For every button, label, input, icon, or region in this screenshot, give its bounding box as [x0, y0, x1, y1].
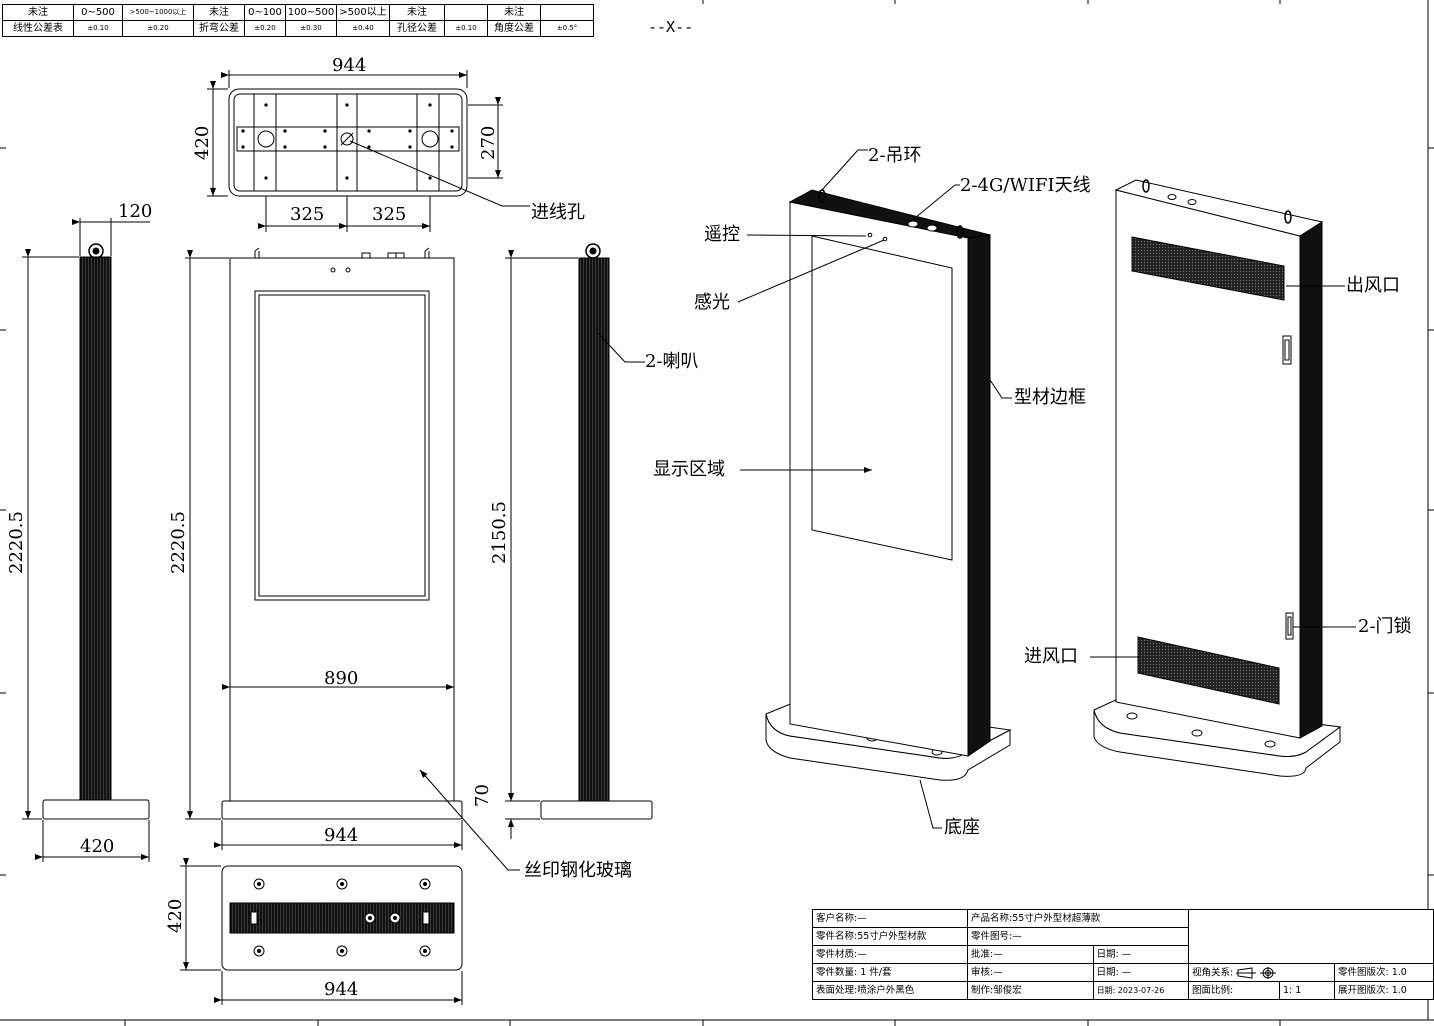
tol-cell: 线性公差表 [2, 20, 74, 37]
callout-remote: 遥控 [704, 224, 740, 245]
tol-cell [444, 4, 488, 21]
tol-cell: 未注 [193, 4, 245, 21]
view-marker: --X-- [648, 18, 694, 36]
dim-bottom-width: 944 [324, 979, 359, 1000]
tb-part-name: 零件名称:55寸户外型材款 [812, 927, 968, 946]
callout-light-sensor: 感光 [694, 292, 730, 313]
tb-view-relation-label: 视角关系: [1192, 967, 1234, 978]
callout-door-lock: 2-门锁 [1358, 616, 1412, 637]
tol-cell: ±0.30 [285, 20, 337, 37]
tb-blank [1188, 909, 1434, 964]
tb-scale-value: 1: 1 [1279, 981, 1335, 1000]
dim-screen-width: 890 [324, 668, 359, 689]
dim-top-width: 944 [332, 55, 367, 76]
tol-cell: 角度公差 [487, 20, 541, 37]
dim-top-depth: 420 [192, 125, 213, 160]
callout-air-outlet: 出风口 [1346, 275, 1400, 296]
tolerance-row-1: 未注 0~500 >500~1000以上 未注 0~100 100~500 >5… [2, 4, 594, 21]
dim-top-hole-spacing: 270 [478, 125, 499, 160]
tb-part-version: 零件图版次: 1.0 [1334, 963, 1434, 982]
tb-quantity: 零件数量: 1 件/套 [812, 963, 968, 982]
dim-base-height: 70 [472, 784, 493, 807]
callout-display-area: 显示区域 [653, 459, 725, 480]
tb-material: 零件材质:— [812, 945, 968, 964]
tol-cell: >500~1000以上 [122, 4, 194, 21]
tb-surface: 表面处理:喷涂户外黑色 [812, 981, 968, 1000]
tb-date2: 日期: — [1092, 963, 1190, 982]
iso-front-view [737, 149, 1012, 829]
tb-expand-version: 展开图版次: 1.0 [1334, 981, 1434, 1000]
tolerance-row-2: 线性公差表 ±0.10 ±0.20 折弯公差 ±0.20 ±0.30 ±0.40… [2, 20, 594, 37]
bottom-view [180, 858, 463, 1005]
tol-cell: ±0.40 [336, 20, 390, 37]
callout-glass: 丝印钢化玻璃 [524, 860, 632, 881]
tb-product: 产品名称:55寸户外型材超薄款 [967, 909, 1189, 928]
tol-cell: 未注 [487, 4, 541, 21]
dim-front-base-width: 944 [324, 825, 359, 846]
tb-date3: 日期: 2023-07-26 [1092, 981, 1190, 1000]
title-block: 客户名称:— 产品名称:55寸户外型材超薄款 零件名称:55寸户外型材款 零件图… [812, 909, 1434, 1000]
tol-cell [540, 4, 594, 21]
tol-cell: 0~500 [73, 4, 123, 21]
dim-side-height: 2220.5 [6, 511, 27, 574]
tb-maker: 制作:邹俊宏 [967, 981, 1094, 1000]
dim-back-height: 2150.5 [489, 501, 510, 564]
tol-cell: 100~500 [285, 4, 337, 21]
tol-cell: 未注 [2, 4, 74, 21]
tol-cell: 折弯公差 [193, 20, 245, 37]
dim-front-height: 2220.5 [168, 511, 189, 574]
tol-cell: 0~100 [244, 4, 286, 21]
tol-cell: 未注 [389, 4, 445, 21]
tol-cell: >500以上 [336, 4, 390, 21]
callout-base: 底座 [944, 817, 980, 838]
tb-customer: 客户名称:— [812, 909, 968, 928]
tol-cell: ±0.10 [73, 20, 123, 37]
dim-side-width: 120 [118, 201, 153, 222]
tol-cell: ±0.10 [444, 20, 488, 37]
tolerance-table: 未注 0~500 >500~1000以上 未注 0~100 100~500 >5… [2, 4, 594, 37]
tb-scale-label: 图面比例: [1188, 981, 1280, 1000]
tol-cell: ±0.5° [540, 20, 594, 37]
callout-frame: 型材边框 [1014, 387, 1086, 408]
callout-speaker: 2-喇叭 [645, 351, 699, 372]
dim-top-right-offset: 325 [372, 204, 407, 225]
callout-air-inlet: 进风口 [1024, 646, 1078, 667]
side-view-right [505, 243, 653, 839]
dim-top-left-offset: 325 [290, 204, 325, 225]
dim-bottom-depth: 420 [165, 898, 186, 933]
tb-date1: 日期: — [1092, 945, 1190, 964]
iso-back-view [1090, 179, 1356, 777]
side-view-left [22, 218, 150, 862]
tol-cell: 孔径公差 [389, 20, 445, 37]
tb-view-relation: 视角关系: [1188, 963, 1335, 982]
callout-antenna: 2-4G/WIFI天线 [960, 175, 1091, 196]
third-angle-projection-icon [1236, 966, 1277, 979]
callout-cable-hole: 进线孔 [531, 202, 585, 223]
front-view [185, 247, 520, 871]
top-view [207, 70, 530, 232]
tol-cell: ±0.20 [244, 20, 286, 37]
tb-part-no: 零件图号:— [967, 927, 1189, 946]
tol-cell: ±0.20 [122, 20, 194, 37]
dim-side-base-depth: 420 [80, 836, 115, 857]
tb-review: 审核:— [967, 963, 1094, 982]
tb-approve: 批准:— [967, 945, 1094, 964]
callout-lifting-ring: 2-吊环 [868, 145, 922, 166]
